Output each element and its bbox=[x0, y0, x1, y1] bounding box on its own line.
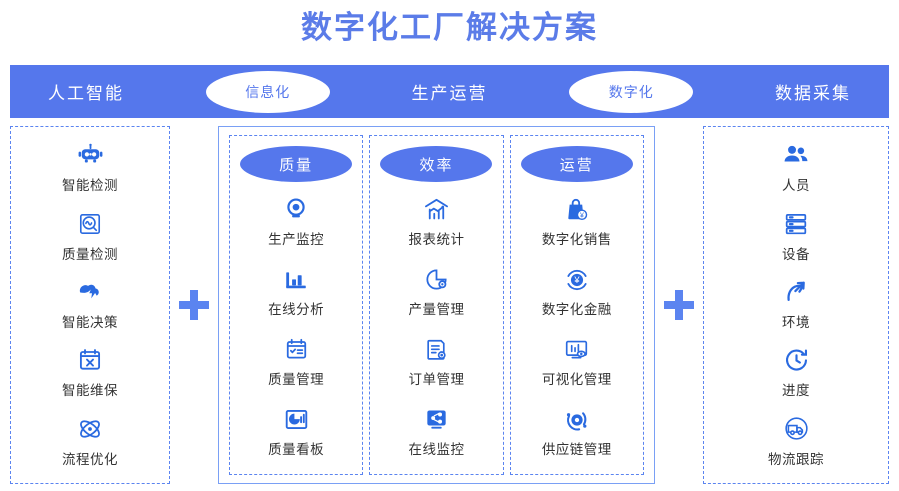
share-node-icon bbox=[421, 405, 451, 435]
item-output-management[interactable]: 产量管理 bbox=[408, 265, 464, 318]
banner-label-data-collection: 数据采集 bbox=[775, 84, 851, 103]
clipboard-gear-icon bbox=[421, 335, 451, 365]
item-label: 产量管理 bbox=[408, 301, 465, 317]
clock-icon bbox=[781, 345, 811, 375]
item-online-monitoring[interactable]: 在线监控 bbox=[408, 405, 464, 458]
gauge-meter-icon bbox=[75, 209, 105, 239]
left-item-label: 流程优化 bbox=[62, 451, 118, 467]
pie-chart-icon bbox=[421, 265, 451, 295]
item-report-statistics[interactable]: 报表统计 bbox=[408, 195, 464, 248]
item-supply-chain-management[interactable]: 供应链管理 bbox=[542, 405, 612, 458]
chart-eye-icon bbox=[562, 335, 592, 365]
item-quality-management[interactable]: 质量管理 bbox=[268, 335, 324, 388]
item-label: 质量管理 bbox=[268, 371, 325, 387]
left-item-label: 智能维保 bbox=[62, 383, 118, 399]
truck-circle-icon bbox=[781, 414, 811, 444]
people-icon bbox=[781, 140, 811, 170]
right-item-label: 环境 bbox=[782, 314, 810, 330]
plus-right-icon bbox=[655, 126, 703, 484]
brain-lightning-icon bbox=[75, 277, 105, 307]
supply-chain-icon bbox=[562, 405, 592, 435]
left-item-intelligent-decision[interactable]: 智能决策 bbox=[62, 277, 118, 331]
banner-label-ai: 人工智能 bbox=[48, 84, 124, 103]
content-row: 智能检测 质量检测 智能决策 bbox=[0, 126, 899, 484]
right-data-column: 人员 设备 环境 bbox=[703, 126, 889, 484]
category-column-efficiency: 效率 报表统计 bbox=[369, 135, 504, 475]
item-label: 数字化销售 bbox=[541, 231, 612, 247]
checklist-icon bbox=[281, 335, 311, 365]
item-digital-finance[interactable]: ¥ 数字化金融 bbox=[542, 265, 612, 318]
left-item-label: 质量检测 bbox=[62, 246, 118, 262]
item-label: 订单管理 bbox=[408, 371, 465, 387]
robot-icon bbox=[75, 140, 105, 170]
right-item-label: 设备 bbox=[782, 246, 810, 262]
item-order-management[interactable]: 订单管理 bbox=[408, 335, 464, 388]
left-item-intelligent-detection[interactable]: 智能检测 bbox=[62, 140, 118, 194]
item-label: 报表统计 bbox=[408, 231, 465, 247]
item-label: 数字化金融 bbox=[541, 301, 612, 317]
right-item-label: 人员 bbox=[782, 178, 810, 194]
category-title-quality: 质量 bbox=[240, 146, 353, 182]
right-item-environment[interactable]: 环境 bbox=[781, 277, 811, 331]
item-quality-board[interactable]: 质量看板 bbox=[268, 405, 324, 458]
category-column-operations: 运营 ¥ 数字化销售 bbox=[509, 135, 644, 475]
item-visual-management[interactable]: 可视化管理 bbox=[542, 335, 612, 388]
left-item-process-optimization[interactable]: 流程优化 bbox=[62, 414, 118, 468]
category-items-efficiency: 报表统计 产量管理 bbox=[370, 182, 502, 474]
server-stack-icon bbox=[781, 209, 811, 239]
category-items-quality: 生产监控 在线分析 bbox=[230, 182, 362, 474]
page-title: 数字化工厂解决方案 bbox=[301, 10, 598, 45]
item-label: 在线监控 bbox=[408, 441, 465, 457]
left-item-intelligent-maintenance[interactable]: 智能维保 bbox=[62, 345, 118, 399]
clipboard-wrench-icon bbox=[75, 345, 105, 375]
item-production-monitoring[interactable]: 生产监控 bbox=[268, 195, 324, 248]
right-item-personnel[interactable]: 人员 bbox=[781, 140, 811, 194]
category-column-quality: 质量 生产监控 bbox=[229, 135, 364, 475]
dashboard-icon bbox=[281, 405, 311, 435]
right-item-progress[interactable]: 进度 bbox=[781, 345, 811, 399]
right-item-label: 进度 bbox=[782, 383, 810, 399]
category-title-operations: 运营 bbox=[520, 146, 633, 182]
right-item-equipment[interactable]: 设备 bbox=[781, 209, 811, 263]
item-label: 可视化管理 bbox=[541, 371, 612, 387]
right-item-label: 物流跟踪 bbox=[768, 451, 824, 467]
center-core-box: 质量 生产监控 bbox=[218, 126, 655, 484]
item-label: 生产监控 bbox=[268, 231, 325, 247]
item-digital-sales[interactable]: ¥ 数字化销售 bbox=[542, 195, 612, 248]
yuan-circle-icon: ¥ bbox=[562, 265, 592, 295]
item-label: 质量看板 bbox=[268, 441, 325, 457]
atom-icon bbox=[75, 414, 105, 444]
banner-pill-digitalization[interactable]: 数字化 bbox=[569, 70, 694, 113]
svg-text:¥: ¥ bbox=[580, 212, 584, 219]
left-item-label: 智能检测 bbox=[62, 178, 118, 194]
banner-pill-informatization[interactable]: 信息化 bbox=[205, 70, 330, 113]
item-label: 供应链管理 bbox=[541, 441, 612, 457]
right-item-logistics-tracking[interactable]: 物流跟踪 bbox=[768, 414, 824, 468]
bar-chart-icon bbox=[281, 265, 311, 295]
category-items-operations: ¥ 数字化销售 ¥ 数字化金融 bbox=[511, 182, 643, 474]
left-item-quality-inspection[interactable]: 质量检测 bbox=[62, 209, 118, 263]
camera-icon bbox=[281, 195, 311, 225]
left-item-label: 智能决策 bbox=[62, 314, 118, 330]
shopping-bag-yuan-icon: ¥ bbox=[562, 195, 592, 225]
trend-chart-icon bbox=[421, 195, 451, 225]
leaf-icon bbox=[781, 277, 811, 307]
item-online-analysis[interactable]: 在线分析 bbox=[268, 265, 324, 318]
item-label: 在线分析 bbox=[268, 301, 325, 317]
plus-left-icon bbox=[170, 126, 218, 484]
top-banner: 人工智能 信息化 生产运营 数字化 数据采集 bbox=[10, 65, 889, 118]
svg-text:¥: ¥ bbox=[573, 275, 580, 285]
banner-label-production: 生产运营 bbox=[411, 84, 488, 103]
left-ai-column: 智能检测 质量检测 智能决策 bbox=[10, 126, 170, 484]
category-title-efficiency: 效率 bbox=[380, 146, 493, 182]
